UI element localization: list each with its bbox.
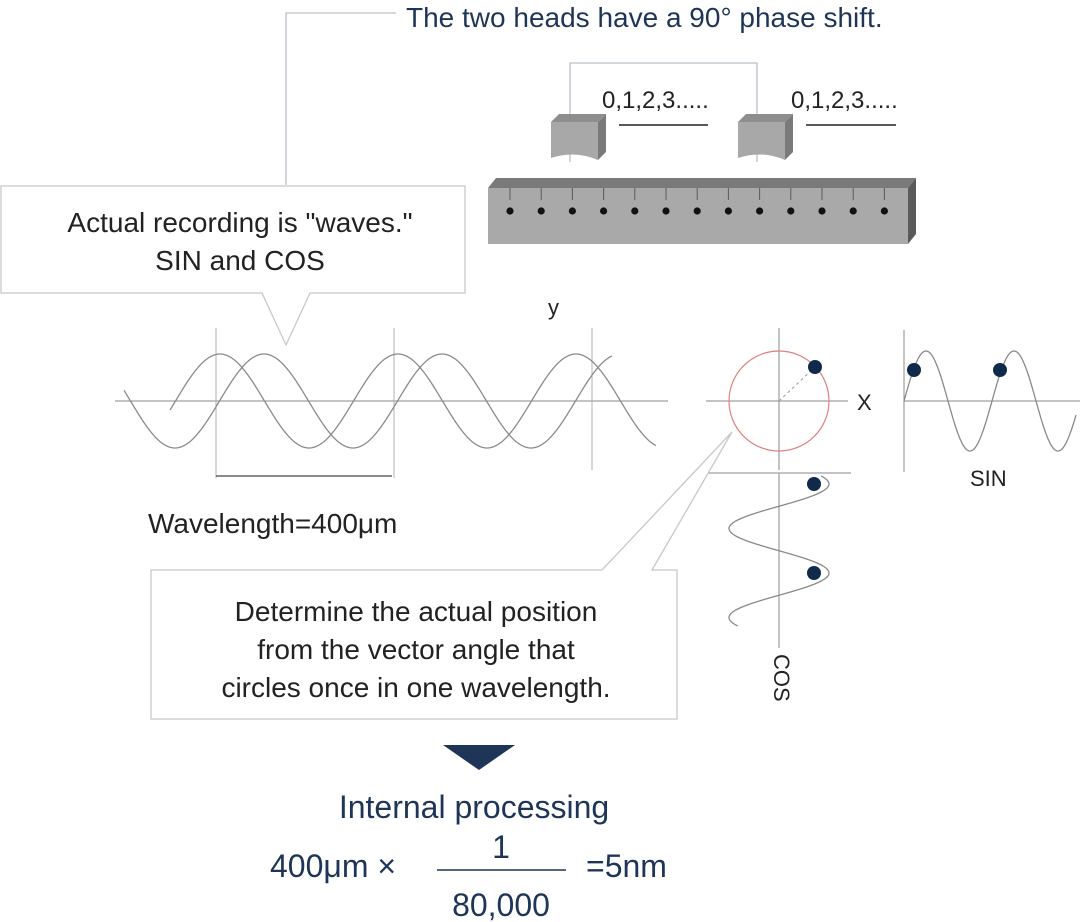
unit-circle: [728, 350, 830, 452]
fraction-denominator: 80,000: [452, 887, 550, 922]
cos-projection: COS: [708, 472, 851, 702]
scale-graduations: [506, 188, 889, 215]
cos-projection-wave: [728, 475, 830, 627]
cos-waveform: [169, 353, 657, 449]
scale-bar: [488, 178, 916, 244]
scale-dot: [506, 207, 514, 215]
sin-waveform: [123, 353, 613, 449]
vector-x-axis-label: X: [857, 390, 872, 415]
scale-dot: [662, 207, 670, 215]
scale-dot: [724, 207, 733, 215]
phase-shift-note: The two heads have a 90° phase shift.: [406, 2, 883, 33]
cos-point-2: [807, 566, 821, 580]
scale-dot: [880, 207, 889, 215]
scale-dot: [631, 207, 639, 215]
processing-result: =5nm: [586, 848, 667, 884]
wave-y-axis-label: y: [548, 295, 559, 320]
position-callout-line1: Determine the actual position: [235, 596, 598, 627]
scale-dot: [849, 207, 857, 215]
scale-dot: [600, 207, 608, 215]
read-head-left: [551, 114, 606, 160]
phase-bracket: [569, 62, 758, 162]
position-callout-line3: circles once in one wavelength.: [221, 672, 610, 703]
cos-label: COS: [769, 654, 794, 702]
position-callout: [150, 431, 733, 720]
vector-line: [778, 366, 816, 402]
down-arrow: [443, 745, 515, 770]
vector-plot: X: [706, 328, 872, 470]
phase-note-leader: [285, 12, 396, 185]
wavelength-label: Wavelength=400μm: [148, 508, 397, 539]
fraction-numerator: 1: [492, 829, 510, 865]
wave-plot-axes: [115, 328, 668, 478]
scale-dot: [818, 207, 826, 215]
recording-callout: [0, 185, 466, 347]
head-counter-left: 0,1,2,3.....: [602, 87, 709, 114]
cos-point-1: [807, 477, 821, 491]
position-callout-line2: from the vector angle that: [257, 634, 575, 665]
head-counter-right: 0,1,2,3.....: [791, 87, 898, 114]
sin-label: SIN: [970, 466, 1007, 491]
read-head-right: [738, 114, 793, 160]
recording-callout-line2: SIN and COS: [155, 245, 325, 276]
scale-dot: [787, 207, 795, 215]
scale-dot: [568, 207, 577, 215]
scale-dot: [693, 207, 701, 215]
sin-point-2: [993, 363, 1007, 377]
vector-point: [808, 360, 822, 374]
scale-dot: [756, 207, 764, 215]
processing-title: Internal processing: [339, 789, 609, 825]
scale-dot: [537, 207, 545, 215]
sin-projection-wave: [903, 350, 1077, 452]
processing-lhs: 400μm ×: [270, 848, 396, 884]
recording-callout-line1: Actual recording is "waves.": [67, 207, 412, 238]
sin-projection: SIN: [903, 330, 1080, 491]
sin-point-1: [907, 363, 921, 377]
